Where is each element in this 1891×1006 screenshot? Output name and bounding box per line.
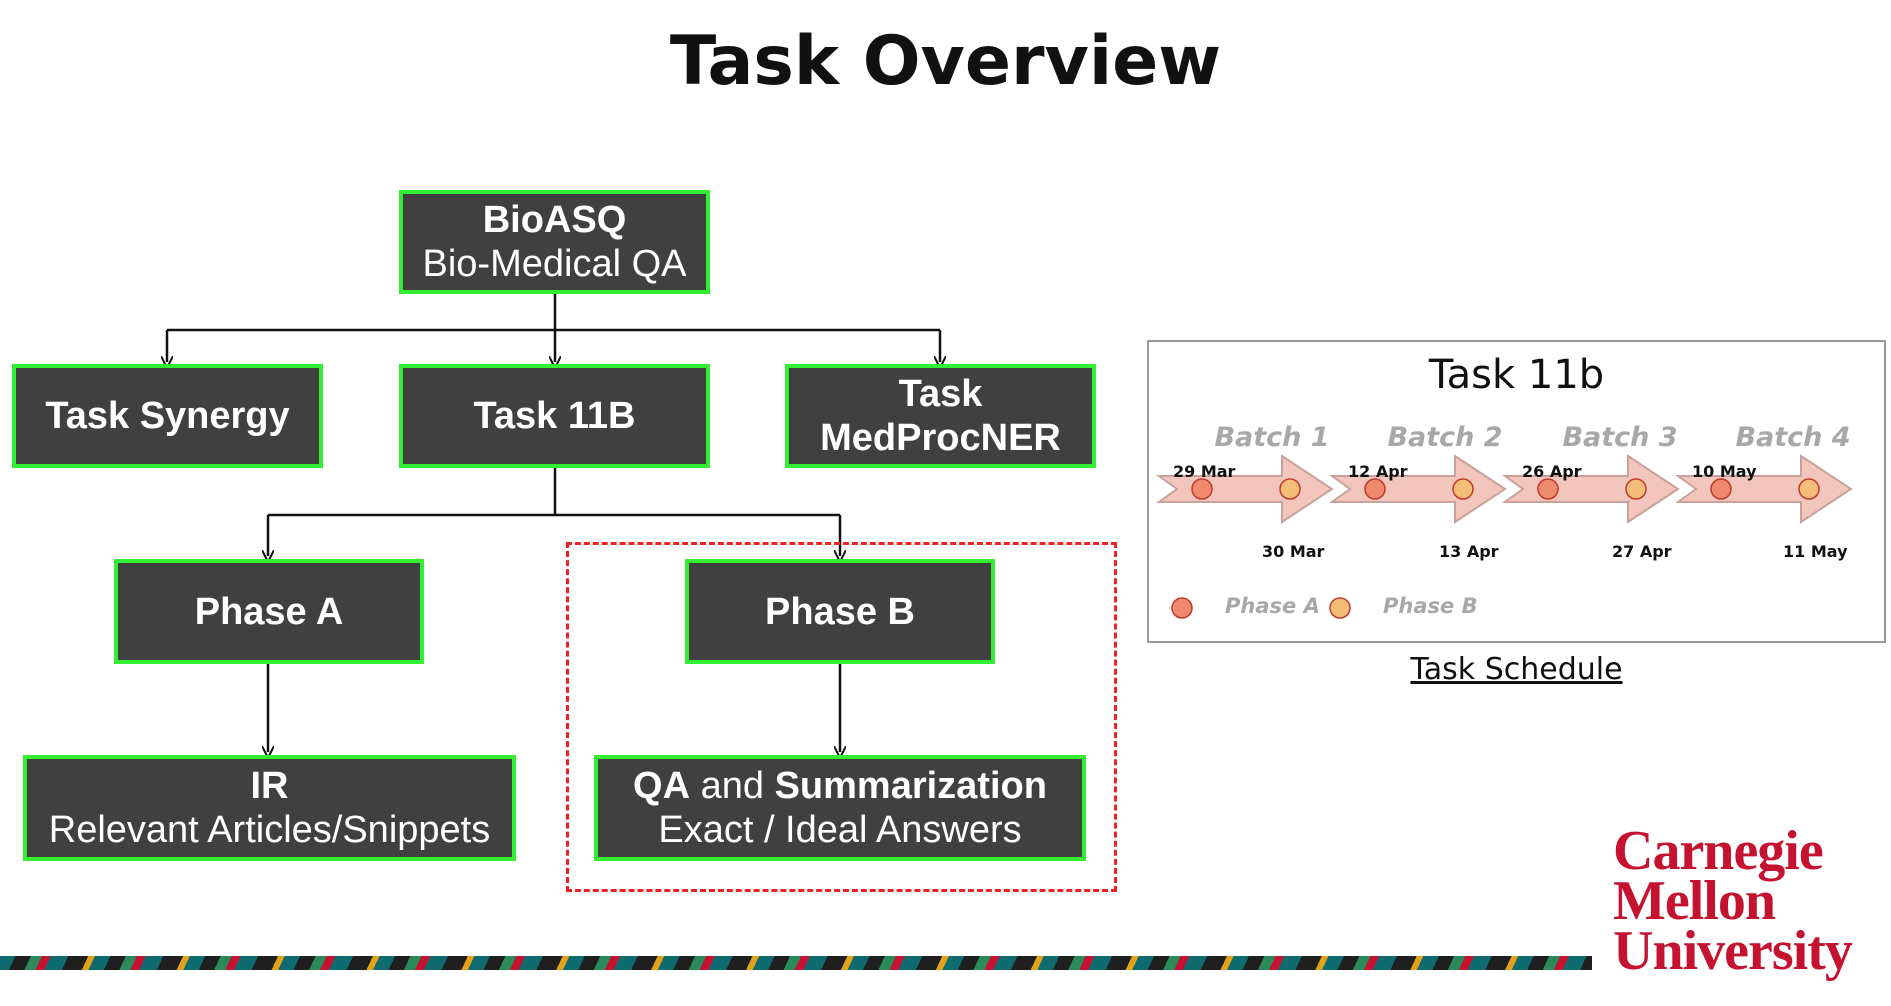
node-phase-b-title: Phase B: [765, 590, 915, 633]
node-task-synergy-title: Task Synergy: [45, 395, 290, 437]
cmu-logo: Carnegie Mellon University: [1613, 820, 1883, 982]
phase-a-dot-4: [1710, 478, 1732, 500]
node-qa-summarization: QA and Summarization Exact / Ideal Answe…: [594, 755, 1086, 861]
node-bioasq: BioASQ Bio-Medical QA: [399, 190, 710, 294]
phase-b-dot-3: [1625, 478, 1647, 500]
node-task-medprocner-line1: Task: [898, 373, 983, 415]
node-qa-title-summarization: Summarization: [774, 765, 1047, 807]
batch-3-phase-b-date: 27 Apr: [1612, 542, 1672, 561]
task-schedule-panel: Task 11b Batch 1 Batch 2 Batch 3 Batch 4…: [1147, 340, 1886, 643]
phase-b-dot-2: [1452, 478, 1474, 500]
node-phase-b: Phase B: [685, 559, 995, 664]
cmu-logo-line3: University: [1613, 920, 1853, 982]
batch-1-phase-b-date: 30 Mar: [1262, 542, 1325, 561]
node-bioasq-title: BioASQ: [482, 199, 627, 241]
batch-label-4: Batch 4: [1735, 422, 1851, 453]
batch-4-phase-a-date: 10 May: [1692, 462, 1757, 481]
batch-arrow-3: [1501, 454, 1680, 524]
batch-3-phase-a-date: 26 Apr: [1522, 462, 1582, 481]
schedule-timeline: [1155, 454, 1853, 619]
node-bioasq-subtitle: Bio-Medical QA: [422, 243, 687, 285]
schedule-title: Task 11b: [1428, 352, 1605, 398]
batch-arrow-2: [1328, 454, 1507, 524]
node-task-medprocner-line2: MedProcNER: [820, 417, 1061, 459]
batch-arrow-4: [1674, 454, 1853, 524]
task-schedule-caption: Task Schedule: [1410, 652, 1623, 687]
slide-title: Task Overview: [669, 22, 1222, 101]
legend-phase-a-label: Phase A: [1225, 594, 1320, 618]
legend-phase-b-label: Phase B: [1383, 594, 1478, 618]
node-ir: IR Relevant Articles/Snippets: [23, 755, 516, 861]
node-task-11b: Task 11B: [399, 364, 710, 468]
phase-a-dot-1: [1191, 478, 1213, 500]
legend-phase-b-dot: [1329, 597, 1351, 619]
batch-label-3: Batch 3: [1562, 422, 1678, 453]
node-ir-title: IR: [250, 765, 289, 807]
cmu-logo-line1: Carnegie: [1613, 820, 1824, 882]
node-qa-title-qa: QA: [633, 765, 691, 807]
node-qa-title: QA and Summarization: [633, 764, 1047, 808]
phase-b-dot-1: [1279, 478, 1301, 500]
phase-b-dot-4: [1798, 478, 1820, 500]
node-qa-subtitle: Exact / Ideal Answers: [658, 809, 1022, 851]
batch-2-phase-b-date: 13 Apr: [1439, 542, 1499, 561]
node-phase-a: Phase A: [114, 559, 424, 664]
decorative-footer-stripe: [0, 956, 1592, 970]
batch-4-phase-b-date: 11 May: [1783, 542, 1848, 561]
legend-phase-a-dot: [1171, 597, 1193, 619]
batch-1-phase-a-date: 29 Mar: [1173, 462, 1236, 481]
batch-label-1: Batch 1: [1214, 422, 1330, 453]
batch-arrow-1: [1155, 454, 1334, 524]
batch-2-phase-a-date: 12 Apr: [1348, 462, 1408, 481]
node-ir-subtitle: Relevant Articles/Snippets: [48, 809, 491, 851]
cmu-logo-line2: Mellon: [1613, 870, 1776, 932]
phase-a-dot-2: [1364, 478, 1386, 500]
phase-a-dot-3: [1537, 478, 1559, 500]
node-task-11b-title: Task 11B: [473, 395, 636, 437]
phase-b-highlight-box: [566, 542, 1117, 892]
node-phase-a-title: Phase A: [194, 590, 344, 633]
node-task-medprocner: Task MedProcNER: [785, 364, 1096, 468]
node-task-synergy: Task Synergy: [12, 364, 323, 468]
node-qa-title-and: and: [690, 765, 775, 807]
batch-label-2: Batch 2: [1387, 422, 1503, 453]
